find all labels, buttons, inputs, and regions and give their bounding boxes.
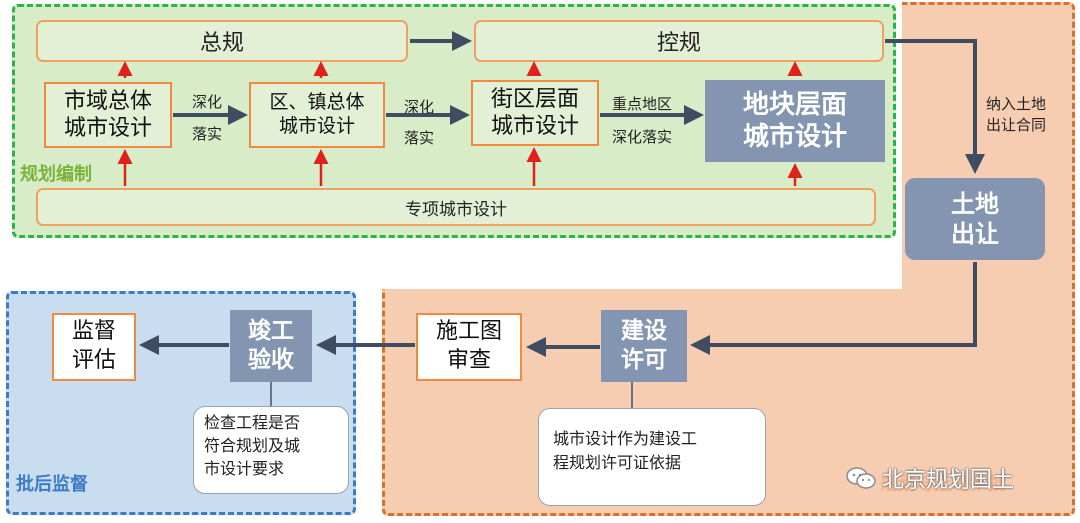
arrow-land-to-permit [690,262,977,355]
arrow-regulatory-to-land [885,39,985,174]
arrow1-label-top: 深化 [192,93,223,111]
master-plan-bar: 总规 [36,20,408,62]
arrow3-label-bottom: 深化落实 [612,128,673,146]
arrow3-label-top: 重点地区 [612,95,673,113]
plot-level-design-box: 地块层面 城市设计 [705,80,885,162]
arrow2-label-bottom: 落实 [404,129,435,147]
post-approval-region-label: 批后监督 [16,474,88,495]
contract-label: 纳入土地 出让合同 [986,95,1047,134]
watermark-text: 北京规划国土 [882,468,1015,493]
district-town-design-box: 区、镇总体 城市设计 [249,82,385,148]
construction-permit-box: 建设 许可 [601,310,687,382]
acceptance-note: 检查工程是否 符合规划及城 市设计要求 [193,406,349,494]
approval-region-label: 规划与土地审批 [880,474,1006,495]
arrow1-label-bottom: 落实 [192,125,223,143]
planning-region-label: 规划编制 [20,164,92,185]
land-transfer-box: 土地 出让 [905,178,1045,260]
wechat-icon [846,466,876,490]
supervision-box: 监督 评估 [52,313,136,381]
block-level-design-box: 街区层面 城市设计 [471,80,599,146]
completion-acceptance-box: 竣工 验收 [230,310,312,382]
arrow2-label-top: 深化 [404,98,435,116]
city-wide-design-box: 市域总体 城市设计 [44,82,172,148]
permit-note: 城市设计作为建设工 程规划许可证依据 [538,408,766,506]
special-design-bar: 专项城市设计 [36,188,876,226]
drawing-review-box: 施工图 审查 [416,313,522,381]
regulatory-plan-bar: 控规 [474,20,884,62]
watermark: 北京规划国土 [846,462,1014,494]
